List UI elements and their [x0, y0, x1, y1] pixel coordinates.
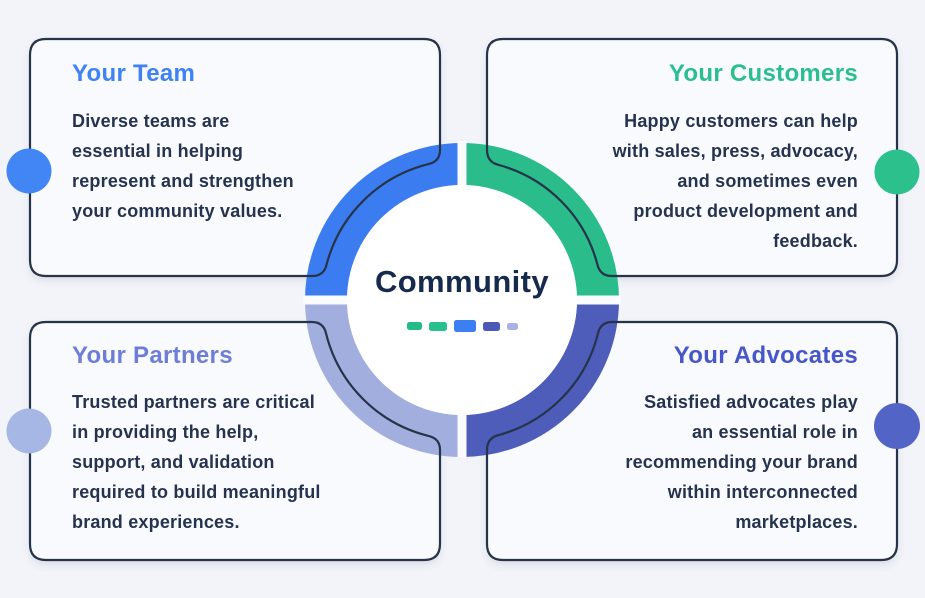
ring-quadrant-bottom-left [305, 299, 463, 457]
community-dash-icon [453, 320, 476, 332]
center-hub-circle [347, 185, 577, 415]
customers-card-title: Your Customers [668, 60, 858, 87]
customers-dot-icon [874, 149, 920, 195]
card-customers-border [485, 37, 899, 278]
card-advocates-border [485, 320, 899, 562]
center-community-label: Community [374, 264, 550, 299]
ring-gap-left [303, 295, 349, 305]
ring-quadrant-bottom-right [461, 299, 619, 457]
community-dash-row [400, 317, 524, 335]
card-team-border [28, 37, 442, 278]
community-dash-icon [506, 322, 518, 330]
team-card-description: Diverse teams are essential in helping r… [72, 111, 294, 221]
advocates-card-description: Satisfied advocates play an essential ro… [625, 392, 858, 532]
ring-gap-top [457, 141, 467, 187]
customers-card-description: Happy customers can help with sales, pre… [612, 111, 858, 251]
ring-quadrant-top-left [305, 143, 463, 301]
ring-gap-bottom [457, 411, 467, 457]
partners-card-title: Your Partners [72, 342, 233, 369]
advocates-dot-icon [874, 403, 920, 449]
card-partners-border [28, 320, 442, 562]
community-dash-icon [482, 321, 500, 331]
community-dash-icon [406, 322, 422, 330]
ring-gap-right [575, 295, 621, 305]
ring-quadrant-top-right [461, 143, 619, 301]
partners-dot-icon [6, 408, 52, 454]
community-dash-icon [428, 321, 447, 331]
advocates-card-title: Your Advocates [673, 342, 858, 369]
team-dot-icon [6, 148, 52, 194]
partners-card-description: Trusted partners are critical in providi… [72, 392, 321, 532]
team-card-title: Your Team [72, 60, 196, 87]
